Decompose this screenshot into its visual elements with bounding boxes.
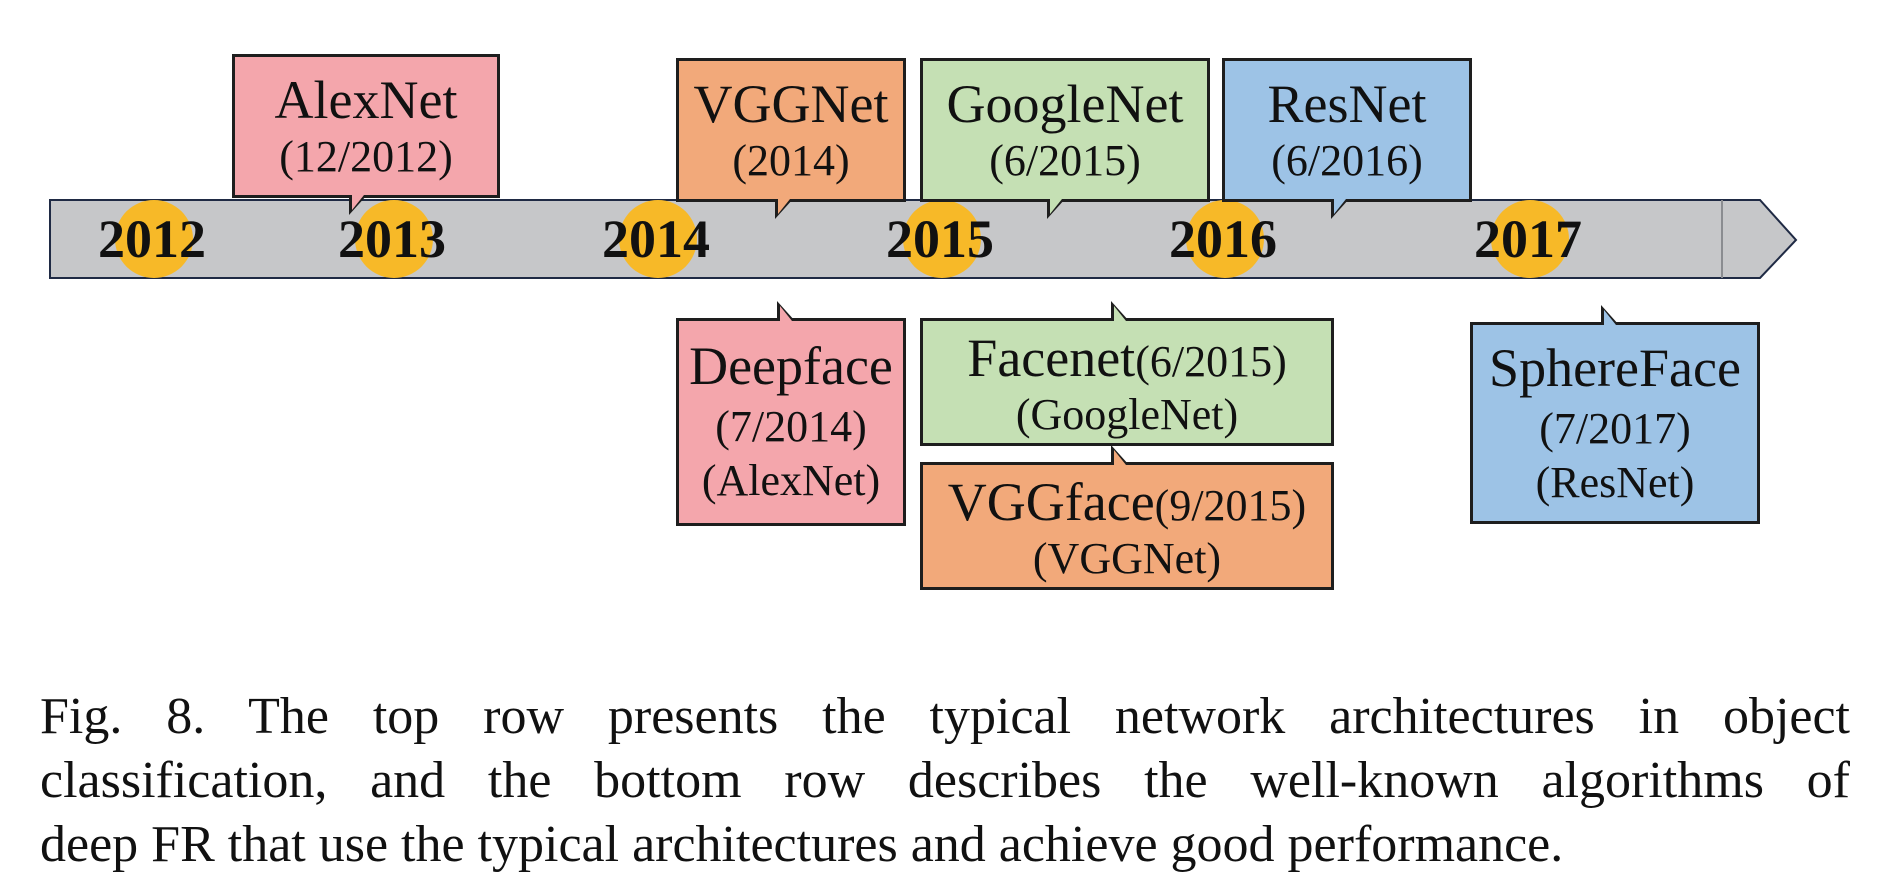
arch-date: (6/2015) <box>989 136 1141 185</box>
year-label-2015: 2015 <box>886 209 994 269</box>
method-date: (6/2015) <box>1135 337 1287 386</box>
method-name: Deepface <box>689 336 893 396</box>
figure-caption: Fig. 8. The top row presents the typical… <box>40 685 1850 877</box>
arch-date: (6/2016) <box>1271 136 1423 185</box>
arch-name: VGGNet <box>693 74 889 134</box>
year-marker-2013 <box>355 200 433 278</box>
arch-name: ResNet <box>1267 74 1427 134</box>
year-label-2014: 2014 <box>602 209 710 269</box>
caption-line-3: deep FR that use the typical architectur… <box>40 816 1564 873</box>
arch-box-alexnet: AlexNet (12/2012) <box>232 54 500 215</box>
arch-date: (2014) <box>732 136 850 185</box>
method-date: (7/2017) <box>1539 404 1691 453</box>
year-label-2012: 2012 <box>98 209 206 269</box>
year-markers <box>115 200 1569 278</box>
arch-name: GoogleNet <box>946 74 1184 134</box>
year-label-2017: 2017 <box>1474 209 1582 269</box>
year-marker-2016 <box>1186 200 1264 278</box>
arch-name: AlexNet <box>274 70 458 130</box>
caption-line-1: Fig. 8. The top row presents the typical… <box>40 688 1850 745</box>
method-base: (AlexNet) <box>701 456 881 505</box>
year-marker-2015 <box>903 200 981 278</box>
method-title: VGGface(9/2015) <box>923 475 1331 529</box>
method-base: (ResNet) <box>1535 458 1695 507</box>
year-label-2013: 2013 <box>338 209 446 269</box>
method-name: Facenet <box>967 328 1136 388</box>
method-date: (9/2015) <box>1154 481 1307 530</box>
method-date: (7/2014) <box>715 402 867 451</box>
method-name: SphereFace <box>1489 338 1741 398</box>
year-marker-2014 <box>619 200 697 278</box>
year-marker-2012 <box>115 200 193 278</box>
method-name: VGGface <box>947 472 1155 532</box>
method-box-sphereface: SphereFace (7/2017) (ResNet) <box>1470 305 1760 524</box>
arch-box-resnet: ResNet (6/2016) <box>1222 58 1472 219</box>
caption-line-2: classification, and the bottom row descr… <box>40 752 1850 809</box>
arch-date: (12/2012) <box>279 132 453 181</box>
method-base: (GoogleNet) <box>1015 390 1239 439</box>
arch-box-googlenet: GoogleNet (6/2015) <box>920 58 1210 219</box>
method-base: (VGGNet) <box>1032 534 1222 583</box>
method-box-deepface: Deepface (7/2014) (AlexNet) <box>676 301 906 526</box>
year-label-2016: 2016 <box>1169 209 1277 269</box>
arch-box-vggnet: VGGNet (2014) <box>676 58 906 219</box>
method-box-facenet: Facenet(6/2015) (GoogleNet) <box>920 301 1334 446</box>
method-box-vggface: VGGface(9/2015) (VGGNet) <box>920 445 1334 590</box>
method-title: Facenet(6/2015) <box>923 331 1331 385</box>
year-marker-2017 <box>1491 200 1569 278</box>
